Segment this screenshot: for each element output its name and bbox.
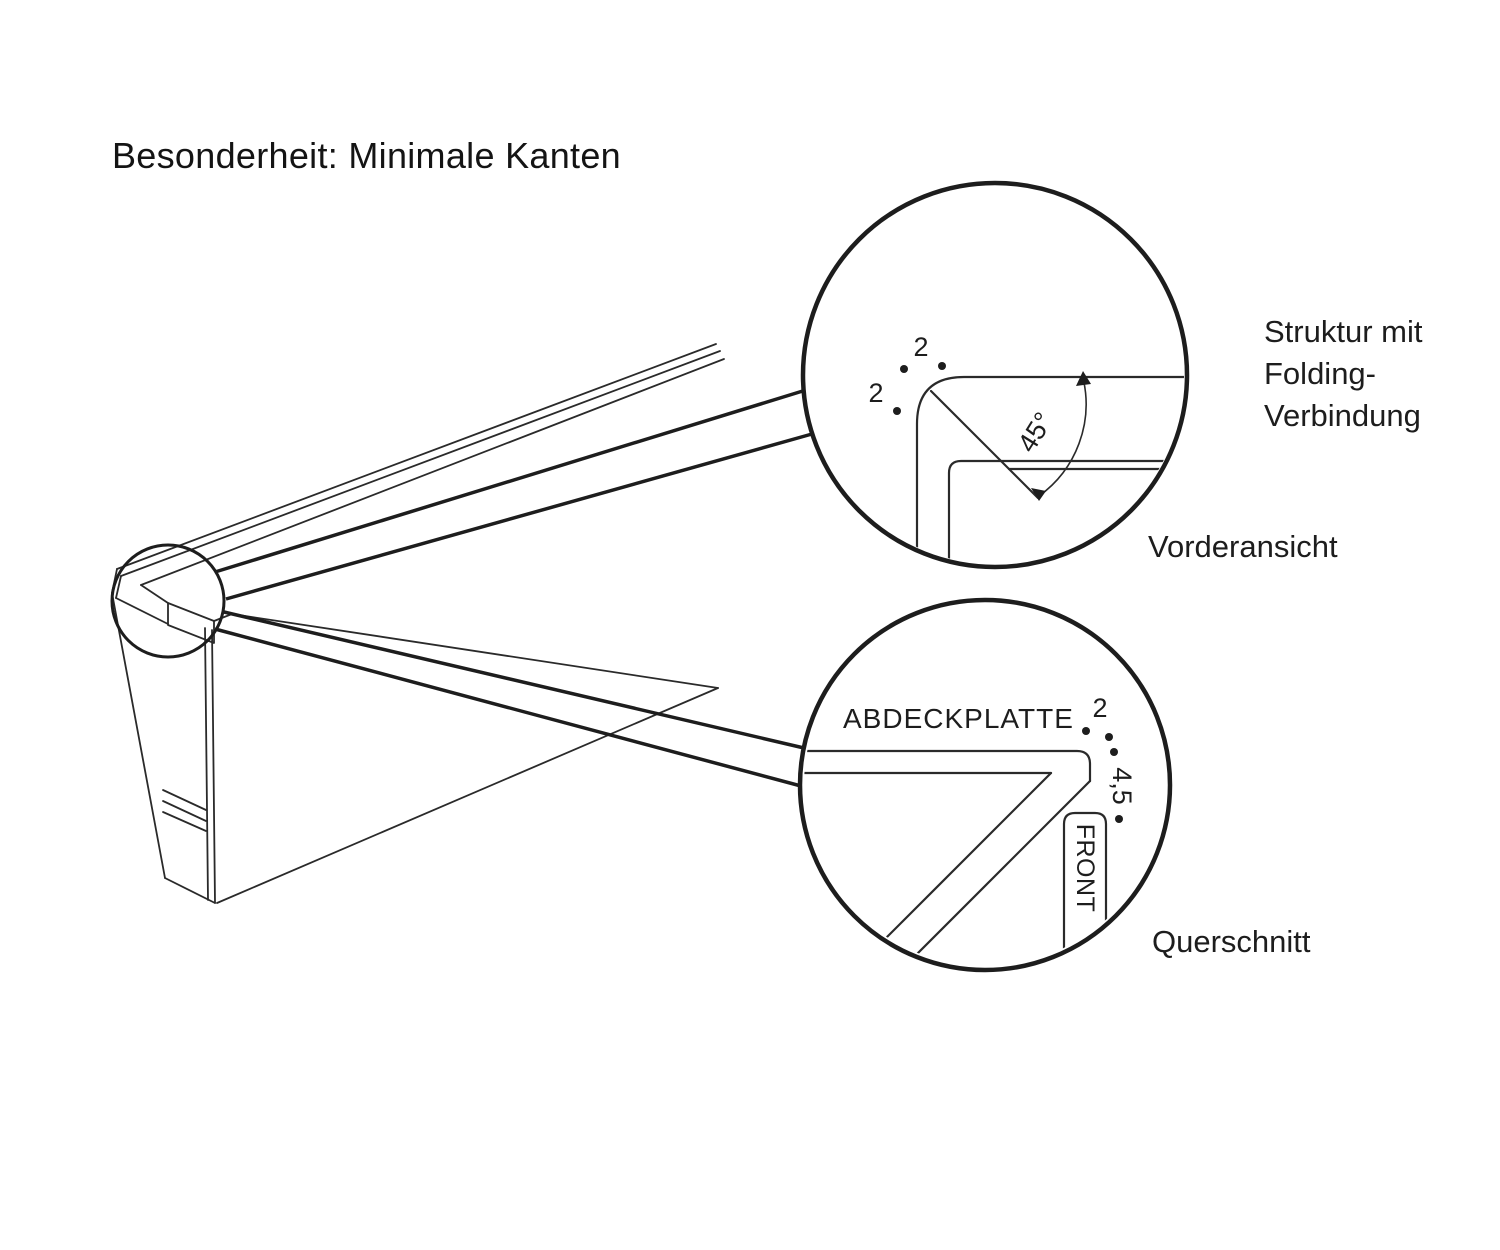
callout-leader-line xyxy=(214,388,807,574)
inner-corner-profile xyxy=(947,459,1184,564)
corner-edge-line xyxy=(115,597,169,625)
annotations: Struktur mit Folding- Verbindung Vordera… xyxy=(1148,314,1423,959)
front-view-caption: Vorderansicht xyxy=(1148,529,1338,564)
cover-panel-label: ABDECKPLATTE xyxy=(843,703,1074,734)
callout-leader-line xyxy=(223,610,805,750)
dimension-dot xyxy=(1105,733,1113,741)
miter-seam-line xyxy=(929,389,1040,500)
cross-section-drawing: ABDECKPLATTE 2 4,5 FRONT xyxy=(804,693,1137,966)
cross-section-detail-circle xyxy=(797,597,1173,973)
thickness-dimension-label: 4,5 xyxy=(1107,767,1137,805)
detail-backdrop xyxy=(800,600,1170,970)
callout-leader-line xyxy=(225,432,813,601)
dimension-dot xyxy=(1115,815,1123,823)
corner-notch xyxy=(167,602,215,644)
note-line-1: Struktur mit xyxy=(1264,314,1423,349)
dimension-dot xyxy=(1110,748,1118,756)
corner-edge-line xyxy=(140,584,169,604)
dimension-dot xyxy=(938,362,946,370)
callout-leader-line xyxy=(214,627,802,788)
arc-arrowhead xyxy=(1031,488,1046,501)
dimension-dot xyxy=(893,407,901,415)
arc-arrowhead xyxy=(1076,371,1091,386)
radius-label-top: 2 xyxy=(913,332,928,362)
front-view-detail: 2 2 45° xyxy=(800,180,1190,570)
callout-leaders xyxy=(110,388,813,788)
inner-shelf-line xyxy=(162,789,207,811)
furniture-isometric-drawing xyxy=(111,343,725,904)
front-view-detail-circle xyxy=(800,180,1190,570)
cross-section-detail: ABDECKPLATTE 2 4,5 FRONT xyxy=(797,597,1173,973)
inner-shelf-line xyxy=(162,800,207,822)
cross-section-caption: Querschnitt xyxy=(1152,924,1311,959)
cover-panel-top-edge xyxy=(804,749,1092,783)
radius-label-left: 2 xyxy=(868,378,883,408)
edge-dimension-label: 2 xyxy=(1092,693,1107,723)
top-rail-edge-line xyxy=(116,343,717,570)
note-line-2: Folding- xyxy=(1264,356,1376,391)
angle-dimension-arc xyxy=(1038,377,1087,497)
corner-edge-line xyxy=(115,575,122,599)
detail-area-circle xyxy=(110,543,226,659)
front-panel-label: FRONT xyxy=(1071,824,1099,913)
outer-corner-profile xyxy=(915,375,1184,564)
front-panel-profile xyxy=(1062,811,1108,965)
side-panel-bottom-edge-line xyxy=(164,877,216,904)
detail-backdrop xyxy=(803,183,1187,567)
side-panel-right-edge-line xyxy=(211,629,216,904)
note-line-3: Verbindung xyxy=(1264,398,1421,433)
miter-fold-line xyxy=(899,779,1092,966)
dimension-dot xyxy=(1082,727,1090,735)
side-panel-left-edge-line xyxy=(111,592,166,879)
miter-fold-line xyxy=(872,771,1053,952)
side-panel-right-edge-line xyxy=(204,627,209,901)
inner-shelf-line xyxy=(162,811,207,832)
top-rail-edge-line xyxy=(140,358,725,586)
dimension-dot xyxy=(900,365,908,373)
page-title: Besonderheit: Minimale Kanten xyxy=(112,135,621,176)
front-panel-bottom-edge-line xyxy=(216,687,719,904)
top-rail-edge-line xyxy=(120,350,721,577)
front-panel-top-edge-line xyxy=(231,613,719,689)
